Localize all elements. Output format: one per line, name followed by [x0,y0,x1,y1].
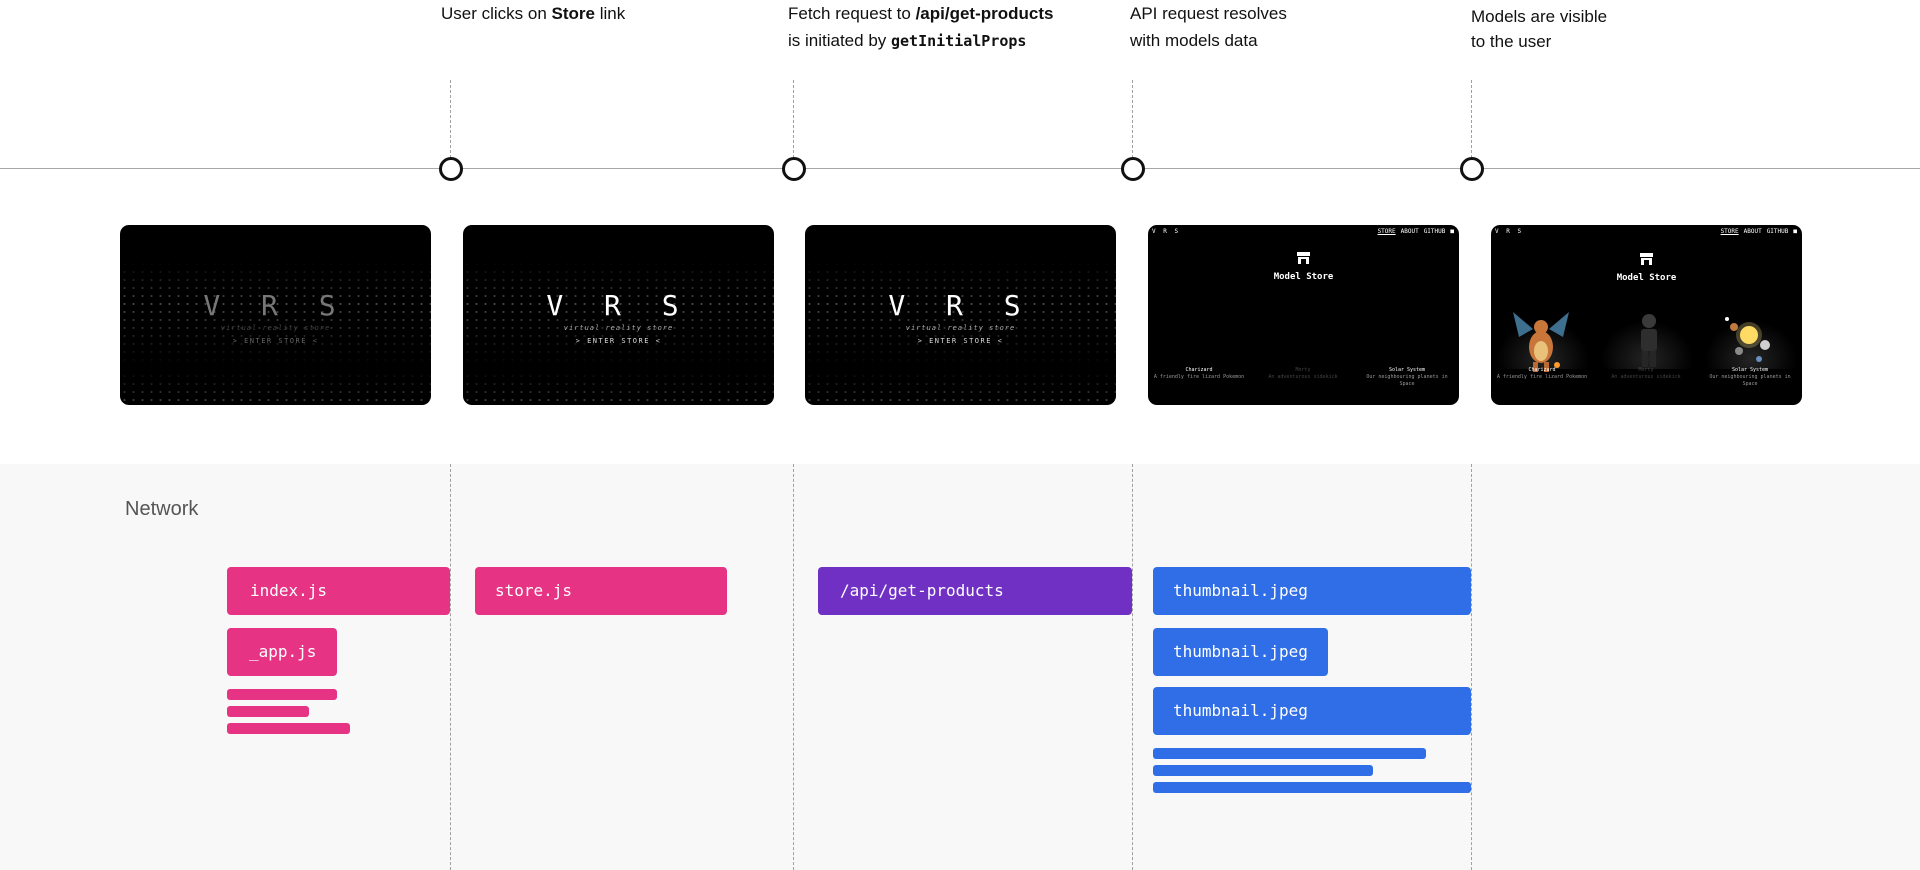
marker-line-upper [1471,80,1472,158]
nav-link-store: STORE [1720,228,1739,235]
step-text: Models are visible [1471,7,1608,26]
model-card-charizard: Charizard A friendly fire lizard Pokemon [1151,367,1247,381]
step-text: Fetch request to [788,4,916,23]
screenshot-splash: V R S virtual reality store > ENTER STOR… [805,225,1116,405]
nav-link-store: STORE [1377,228,1396,235]
vrs-subtitle: virtual reality store [220,324,331,332]
model-card-morty: Morty An adventurous sidekick [1598,367,1694,381]
model-card-solar-system: Solar System Our neighbouring planets in… [1702,367,1798,388]
model-card-charizard: Charizard A friendly fire lizard Pokemon [1494,367,1590,381]
step-label-fetch-request: Fetch request to /api/get-products is in… [788,0,1053,55]
screenshot-splash-dim: V R S virtual reality store > ENTER STOR… [120,225,431,405]
nav-logo: V R S [1495,228,1524,235]
marker-line-network [793,464,794,870]
nav-logo: V R S [1152,228,1181,235]
model-desc: A friendly fire lizard Pokemon [1153,374,1245,380]
request-bar [227,723,350,734]
cart-icon: ■ [1793,228,1797,235]
timeline-marker [439,157,463,181]
store-title: Model Store [1273,272,1334,282]
vrs-logo: V R S [546,289,691,322]
request-bar [1153,765,1373,776]
cart-icon: ■ [1450,228,1454,235]
vrs-subtitle: virtual reality store [905,324,1016,332]
timeline-marker [1121,157,1145,181]
model-desc: Our neighbouring planets in Space [1366,374,1448,387]
timeline-marker [1460,157,1484,181]
store-title: Model Store [1616,273,1677,283]
model-desc: An adventurous sidekick [1611,374,1681,380]
charizard-model [1513,312,1569,372]
step-text: with models data [1130,31,1258,50]
step-text: API request resolves [1130,4,1287,23]
network-title: Network [125,498,199,520]
particle-field [120,260,431,405]
store-nav: V R S STORE ABOUT GITHUB ■ [1152,228,1454,236]
request-api-get-products: /api/get-products [818,567,1132,615]
request-app-js: _app.js [227,628,337,676]
step-text-bold: Store [551,4,595,23]
store-nav: V R S STORE ABOUT GITHUB ■ [1495,228,1797,236]
marker-line-network [1132,464,1133,870]
request-thumbnail: thumbnail.jpeg [1153,567,1471,615]
model-name: Charizard [1185,367,1213,373]
step-text: to the user [1471,32,1552,51]
marker-line-upper [450,80,451,158]
model-name: Charizard [1528,367,1556,373]
model-desc: An adventurous sidekick [1268,374,1338,380]
enter-store-link: > ENTER STORE < [917,337,1004,345]
marker-line-network [450,464,451,870]
vrs-logo: V R S [888,289,1033,322]
enter-store-link: > ENTER STORE < [575,337,662,345]
request-index-js: index.js [227,567,450,615]
enter-store-link: > ENTER STORE < [232,337,319,345]
request-thumbnail: thumbnail.jpeg [1153,628,1328,676]
request-bar [227,689,337,700]
model-name: Morty [1295,367,1311,373]
step-text: User clicks on [441,4,552,23]
model-name: Solar System [1388,367,1426,373]
request-bar [1153,748,1426,759]
vrs-logo: V R S [203,289,348,322]
step-label-models-visible: Models are visible to the user [1471,4,1607,54]
morty-model [1641,314,1657,367]
nav-link-github: GITHUB [1423,228,1446,235]
model-card-morty: Morty An adventurous sidekick [1255,367,1351,381]
model-card-solar-system: Solar System Our neighbouring planets in… [1359,367,1455,388]
particle-field [463,260,774,405]
request-thumbnail: thumbnail.jpeg [1153,687,1471,735]
request-store-js: store.js [475,567,727,615]
nav-link-about: ABOUT [1400,228,1419,235]
marker-line-upper [1132,80,1133,158]
nav-link-about: ABOUT [1743,228,1762,235]
solar-system-model [1725,317,1770,362]
step-label-store-click: User clicks on Store link [441,0,625,27]
step-text-bold: /api/get-products [915,4,1054,23]
timeline-line [0,168,1920,169]
step-text: is initiated by [788,31,891,50]
request-bar [1153,782,1471,793]
storefront-icon [1640,253,1653,265]
model-desc: Our neighbouring planets in Space [1709,374,1791,387]
marker-line-upper [793,80,794,158]
particle-field [805,260,1116,405]
model-desc: A friendly fire lizard Pokemon [1496,374,1588,380]
step-text: link [595,4,626,23]
vrs-subtitle: virtual reality store [563,324,674,332]
request-bar [227,706,309,717]
screenshot-splash: V R S virtual reality store > ENTER STOR… [463,225,774,405]
screenshot-store-loaded: V R S STORE ABOUT GITHUB ■ Model Store [1491,225,1802,405]
screenshot-store-loading: V R S STORE ABOUT GITHUB ■ Model Store C… [1148,225,1459,405]
marker-line-network [1471,464,1472,870]
step-label-api-resolves: API request resolves with models data [1130,0,1287,54]
model-name: Morty [1638,367,1654,373]
storefront-icon [1297,252,1310,264]
model-name: Solar System [1731,367,1769,373]
nav-link-github: GITHUB [1766,228,1789,235]
step-code: getInitialProps [891,32,1027,50]
timeline-marker [782,157,806,181]
